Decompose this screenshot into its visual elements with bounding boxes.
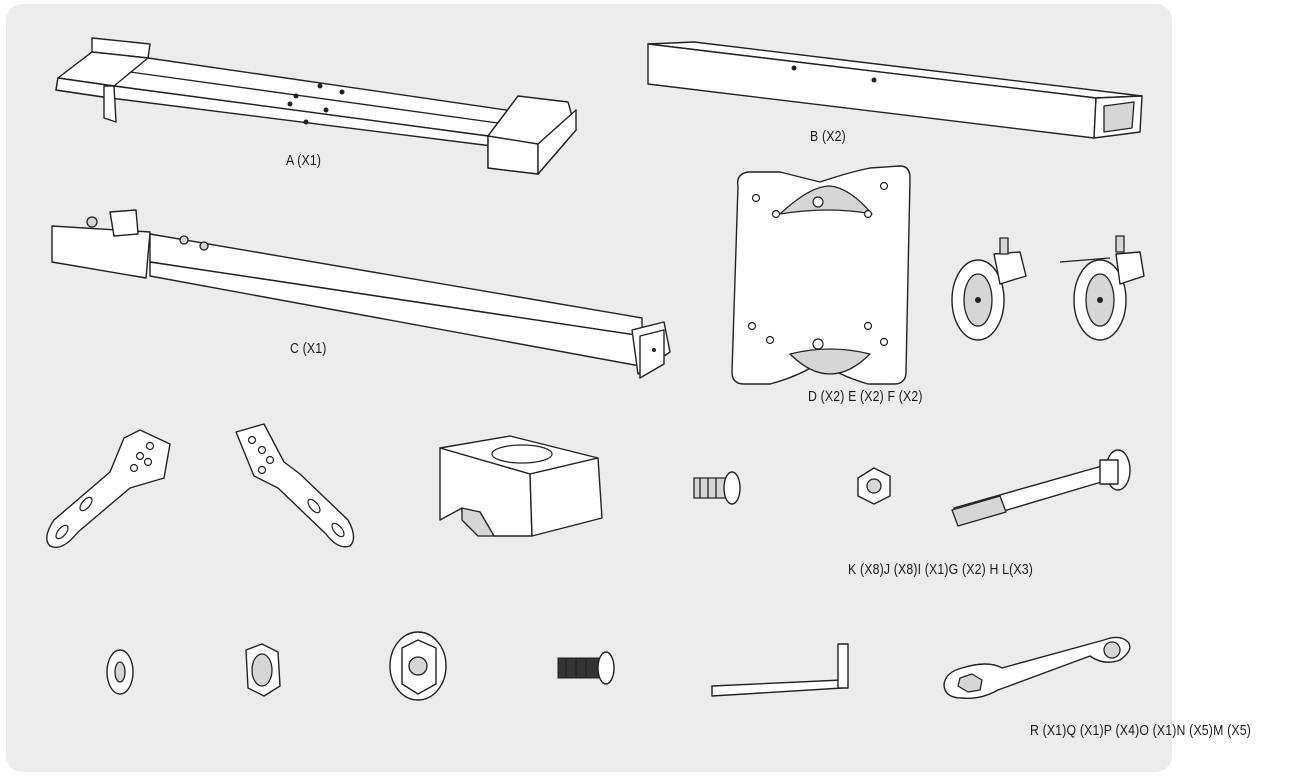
label-parts-kjighl: K (X8)J (X8)I (X1)G (X2) H L(X3) (848, 561, 1033, 578)
label-part-c: C (X1) (290, 340, 327, 357)
part-i-cap (439, 435, 603, 537)
part-g-strap (46, 429, 171, 549)
label-parts-rqponm: R (X1)Q (X1)P (X4)O (X1)N (X5)M (X5) (1030, 722, 1251, 739)
part-b-tube (647, 41, 1143, 139)
part-c-arm (51, 209, 671, 379)
part-q-hex-key (711, 643, 849, 697)
label-part-b: B (X2) (810, 128, 846, 145)
label-part-a: A (X1) (286, 152, 322, 169)
part-e-caster (951, 237, 1027, 341)
part-o-flange-nut (389, 631, 447, 701)
part-f-caster (1059, 235, 1145, 341)
part-d-plate (731, 165, 911, 385)
part-r-wrench (943, 636, 1131, 700)
part-m-washer (106, 649, 134, 695)
part-l-long-bolt (951, 449, 1131, 527)
part-j-bolt (693, 471, 741, 505)
part-h-strap (235, 423, 355, 548)
part-n-acorn-nut (245, 643, 281, 697)
parts-panel (6, 4, 1172, 772)
part-k-nut (857, 467, 891, 505)
label-parts-def: D (X2) E (X2) F (X2) (808, 388, 923, 405)
part-p-bolt (557, 651, 615, 685)
part-a-frame (55, 37, 577, 175)
